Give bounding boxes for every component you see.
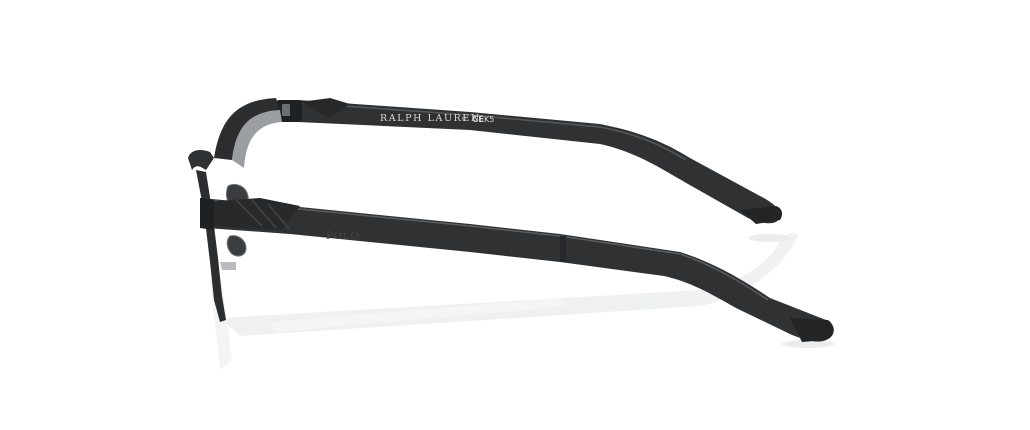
front-temple <box>200 198 834 342</box>
lens-rim-silver <box>232 110 282 168</box>
upper-rim <box>214 98 280 160</box>
back-temple-grip <box>300 98 350 118</box>
lower-rim <box>196 170 226 322</box>
front-temple-grip-lines <box>235 199 291 231</box>
reflection-temple <box>220 233 798 336</box>
back-temple-tip <box>740 206 783 224</box>
arm-logo: POLO <box>326 231 360 242</box>
reflection-arm <box>270 298 566 332</box>
temple-imprint: RALPH LAUREN © CE K5 <box>380 113 494 125</box>
front-temple-arm <box>200 198 834 342</box>
temple-brand-text: RALPH LAUREN <box>380 113 481 124</box>
tip-shadow-2 <box>782 340 834 348</box>
back-hinge-detail <box>282 104 290 116</box>
lens-edge-lower <box>220 262 236 270</box>
temple-tip-segment <box>560 236 566 262</box>
front-hinge <box>200 198 214 230</box>
nose-pad-arm <box>188 150 214 170</box>
front-temple-tip <box>790 318 834 342</box>
temple-code-text: K5 <box>484 115 494 124</box>
nose-pad-lower <box>226 235 247 257</box>
back-temple-arm <box>298 100 781 224</box>
tip-shadow-1 <box>748 234 792 242</box>
temple-certification-text: CE <box>472 115 484 125</box>
back-temple-highlight <box>299 102 687 161</box>
front-temple-grip <box>204 198 300 230</box>
back-temple <box>276 98 781 224</box>
temple-trademark-text: © <box>461 116 467 123</box>
front-temple-highlight <box>203 199 769 301</box>
polo-logo-text: POLO <box>326 231 360 242</box>
